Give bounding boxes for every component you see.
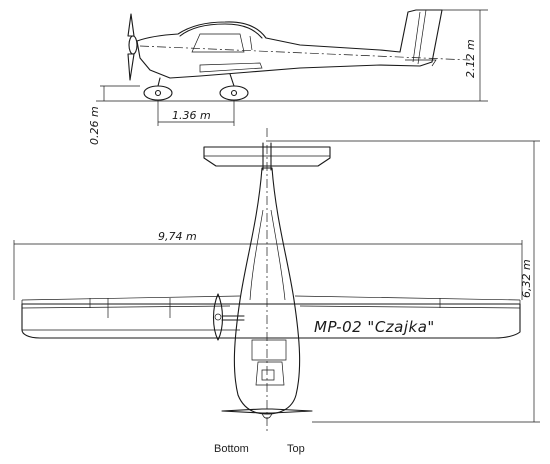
horizontal-tail [203, 142, 331, 171]
side-fuselage [136, 9, 443, 79]
side-fin [412, 11, 421, 63]
main-wing [21, 295, 521, 339]
side-view: 2.12 m 0.26 m 1.36 m [88, 9, 488, 145]
dim-length: 6,32 m [520, 259, 533, 298]
side-canopy [179, 23, 263, 39]
top-view: 9,74 m 6,32 m MP-02 "Czajka" [13, 128, 540, 432]
side-wheels [143, 73, 249, 101]
model-name: MP-02 "Czajka" [314, 318, 435, 336]
dim-wingspan: 9,74 m [158, 230, 197, 243]
propeller [127, 13, 138, 81]
top-fuselage [233, 167, 301, 415]
gear-pod [212, 293, 245, 341]
legend-top: Top [287, 443, 305, 455]
dim-wheel-track: 1.36 m [172, 109, 211, 122]
dim-height: 2.12 m [464, 39, 477, 78]
dim-wheel-ground: 0.26 m [88, 106, 101, 145]
legend-bottom: Bottom [214, 443, 249, 455]
